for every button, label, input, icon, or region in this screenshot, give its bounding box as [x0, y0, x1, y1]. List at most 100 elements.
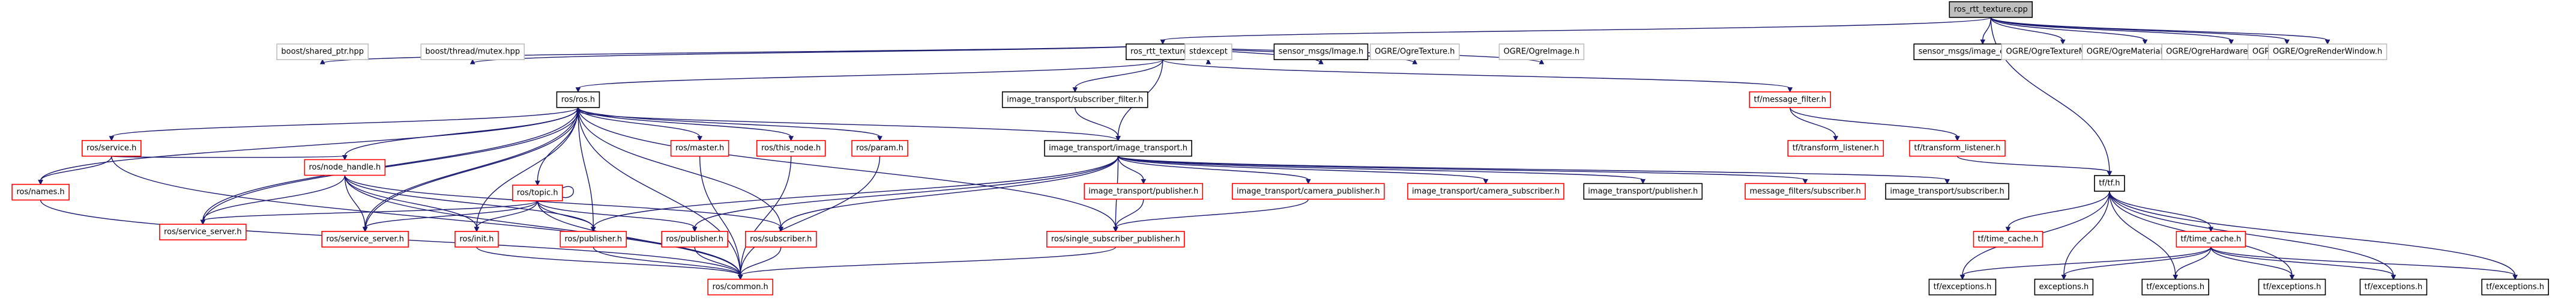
edge-rtt_h-to-msg_filter [1162, 59, 1793, 93]
node-ros-service-server-b[interactable]: ros/service_server.h [321, 231, 409, 248]
node-shared-ptr: boost/shared_ptr.hpp [276, 43, 369, 61]
node-ros-subscriber[interactable]: ros/subscriber.h [745, 231, 817, 248]
node-sub-filter[interactable]: image_transport/subscriber_filter.h [1001, 91, 1148, 108]
edge-arrowhead [788, 136, 794, 141]
node-msg-filter[interactable]: tf/message_filter.h [1749, 91, 1832, 108]
node-it-subscriber[interactable]: image_transport/subscriber.h [1885, 183, 2009, 200]
node-box [1498, 43, 1585, 61]
node-ros-node-handle[interactable]: ros/node_handle.h [304, 159, 386, 176]
node-root: ros_rtt_texture.cpp [1949, 1, 2033, 18]
node-box [1273, 43, 1369, 61]
edge-arrowhead [1802, 179, 1808, 185]
node-label: image_transport/subscriber_filter.h [1007, 95, 1143, 104]
node-label: ros/service_server.h [164, 227, 242, 236]
node-label: ros/publisher.h [666, 234, 723, 243]
node-it-cam-pub[interactable]: image_transport/camera_publisher.h [1231, 183, 1385, 200]
node-tf-listener-b[interactable]: tf/transform_listener.h [1909, 139, 2006, 157]
edge-arrowhead [2289, 274, 2295, 280]
edge-arrowhead [737, 274, 743, 280]
edge-it_publisher-to-single_sub_pub [1112, 199, 1144, 233]
node-ros-publisher[interactable]: ros/publisher.h [560, 231, 627, 248]
node-tf-exc-4[interactable]: tf/exceptions.h [2359, 278, 2428, 296]
node-label: ros/topic.h [517, 188, 558, 197]
node-exceptions[interactable]: exceptions.h [2034, 278, 2094, 296]
node-box [321, 231, 409, 248]
node-tf-exc-3[interactable]: tf/exceptions.h [2258, 278, 2326, 296]
edge-image_transport-to-it_pub2 [1117, 156, 1646, 185]
node-label: tf/tf.h [2099, 179, 2120, 188]
edge-ros_h-to-ros_master [578, 107, 702, 141]
node-ros-this-node[interactable]: ros/this_node.h [756, 139, 826, 157]
node-it-pub2[interactable]: image_transport/publisher.h [1583, 183, 1703, 200]
node-label: tf/transform_listener.h [1793, 144, 1879, 153]
node-it-cam-sub[interactable]: image_transport/camera_subscriber.h [1407, 183, 1564, 200]
edge-tf_time_cache_b-to-tf_exc_4 [2210, 246, 2397, 280]
node-label: ros/node_handle.h [309, 163, 381, 172]
node-ros-service-server-a[interactable]: ros/service_server.h [159, 224, 247, 240]
node-ros-service[interactable]: ros/service.h [82, 139, 142, 157]
edge-arrowhead [1483, 179, 1489, 185]
edge-image_transport-to-ros_publisher2 [692, 156, 1119, 233]
node-ros-param[interactable]: ros/param.h [851, 139, 908, 157]
node-box [1909, 139, 2006, 157]
edge-arrowhead [2060, 39, 2066, 45]
edge-arrowhead [1787, 87, 1793, 93]
node-ros-init[interactable]: ros/init.h [454, 231, 499, 248]
node-box [1749, 91, 1832, 108]
node-tf-time-cache-b[interactable]: tf/time_cache.h [2176, 231, 2246, 248]
node-label: image_transport/publisher.h [1088, 187, 1198, 196]
edge-ros_topic-to-ros_topic [560, 186, 574, 198]
node-box [276, 43, 369, 61]
node-single-sub-pub[interactable]: ros/single_subscriber_publisher.h [1046, 231, 1185, 248]
node-box [11, 183, 70, 201]
node-box [1745, 183, 1866, 200]
edge-arrowhead [342, 155, 348, 161]
edge-ros_service_server_a-to-ros_h [202, 106, 581, 224]
node-box [1001, 91, 1148, 108]
node-label: stdexcept [1189, 47, 1228, 57]
edge-arrowhead [778, 227, 784, 233]
node-tf-exc-1[interactable]: tf/exceptions.h [1928, 278, 1997, 296]
edge-ros_h-to-ros_node_handle [342, 107, 579, 161]
node-ros-common[interactable]: ros/common.h [707, 278, 774, 296]
node-tf-exc-5[interactable]: tf/exceptions.h [2481, 278, 2549, 296]
node-it-publisher[interactable]: image_transport/publisher.h [1084, 183, 1204, 200]
node-tf-exc-2[interactable]: tf/exceptions.h [2141, 278, 2209, 296]
edge-tf_time_cache_b-to-tf_exc_1 [1959, 246, 2212, 280]
node-ros-publisher2[interactable]: ros/publisher.h [661, 231, 729, 248]
node-label: ros/publisher.h [564, 234, 622, 243]
edge-image_transport-to-ros_subscriber [778, 156, 1119, 233]
node-ros-names[interactable]: ros/names.h [11, 183, 70, 201]
node-box [2176, 231, 2246, 248]
node-box [2141, 278, 2209, 296]
node-tf-listener-a[interactable]: tf/transform_listener.h [1787, 139, 1884, 157]
edge-tf_listener_b-to-tf_h [1956, 156, 2113, 177]
edge-arrowhead [1072, 87, 1078, 93]
edge-arrowhead [1112, 227, 1118, 233]
node-sensor-image[interactable]: sensor_msgs/Image.h [1273, 43, 1369, 61]
node-box [2094, 175, 2125, 192]
node-box [560, 231, 627, 248]
node-box [1044, 139, 1192, 157]
edges-layer [38, 17, 2518, 280]
node-tf-h[interactable]: tf/tf.h [2094, 175, 2125, 192]
node-ros-h[interactable]: ros/ros.h [556, 91, 600, 108]
edge-ros_topic-to-ros_publisher [537, 200, 596, 233]
node-ros-master[interactable]: ros/master.h [670, 139, 729, 157]
edge-root-to-hwpix [1990, 17, 2234, 45]
node-box [661, 231, 729, 248]
node-label: message_filters/subscriber.h [1749, 187, 1860, 196]
edge-arrowhead [1980, 39, 1986, 45]
node-image-transport[interactable]: image_transport/image_transport.h [1044, 139, 1192, 157]
node-label: ros/service.h [86, 144, 136, 153]
edge-arrowhead [590, 227, 596, 233]
edge-sub_filter-to-image_transport [1075, 107, 1121, 141]
node-mf-sub[interactable]: message_filters/subscriber.h [1745, 183, 1866, 200]
node-box [556, 91, 600, 108]
node-box [1369, 43, 1460, 61]
node-tf-time-cache-a[interactable]: tf/time_cache.h [1973, 231, 2044, 248]
node-label: ros/single_subscriber_publisher.h [1051, 234, 1180, 243]
node-box [2258, 278, 2326, 296]
node-ros-topic[interactable]: ros/topic.h [512, 185, 563, 201]
